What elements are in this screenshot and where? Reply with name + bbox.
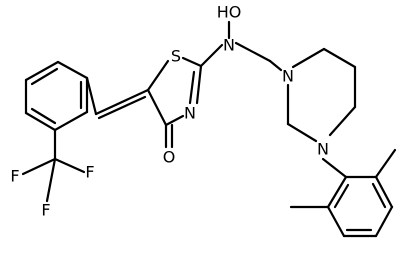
bond-ar-inner-1 (371, 182, 387, 209)
bond-ph-a (56, 60, 89, 80)
atom-s-ring: S (171, 47, 181, 66)
bond-c-f3 (45, 157, 57, 203)
bond-ph-inner-1 (30, 67, 59, 86)
bond-pip-5 (286, 122, 318, 143)
atom-labels: HO N S N O N N F F F (10, 3, 329, 220)
bond-s-c5 (146, 59, 170, 92)
bond-ar-f (326, 175, 348, 209)
bond-ar-e (326, 205, 346, 238)
bond-ph-e (53, 110, 89, 132)
bond-c-f2 (53, 157, 86, 174)
atom-f1: F (10, 167, 19, 186)
bond-ar-c (374, 205, 394, 238)
atom-n-piperazine-top: N (282, 67, 294, 86)
bond-n-ch2 (234, 41, 272, 63)
bond-n3-c2-double (188, 70, 196, 105)
bond-ch2-npip (268, 59, 283, 72)
bond-c2-s (181, 56, 203, 68)
bond-npip-aryl (321, 157, 348, 179)
bond-pip-4 (328, 105, 357, 137)
bond-pip-1 (291, 47, 326, 69)
bond-ph-d (24, 111, 57, 132)
bond-pip-2 (322, 47, 357, 69)
bond-c5-c4 (146, 88, 168, 127)
atom-oh: HO (217, 3, 242, 22)
bond-methyl-top (374, 148, 397, 179)
bond-ch-phenyl (85, 76, 98, 116)
bond-ar-inner-3 (333, 183, 350, 209)
bond-n3-c2 (195, 64, 203, 105)
atom-o-carbonyl: O (163, 148, 176, 167)
bond-ar-b (374, 175, 394, 209)
bond-ph-inner-2 (30, 107, 57, 125)
bonds (21, 20, 397, 238)
bond-c5-ch (94, 88, 150, 116)
bond-c4-n3 (164, 114, 185, 127)
bond-ph-b (24, 60, 60, 82)
atom-n-hydroxylamine: N (223, 36, 235, 55)
atom-f2: F (85, 163, 94, 182)
bond-c5-ch-double (97, 95, 147, 120)
bond-c-f1 (21, 157, 57, 176)
atom-f3: F (41, 201, 50, 220)
bond-n-c2 (199, 43, 224, 68)
atom-n-piperazine-bottom: N (317, 140, 329, 159)
atom-n-ring: N (184, 104, 196, 123)
